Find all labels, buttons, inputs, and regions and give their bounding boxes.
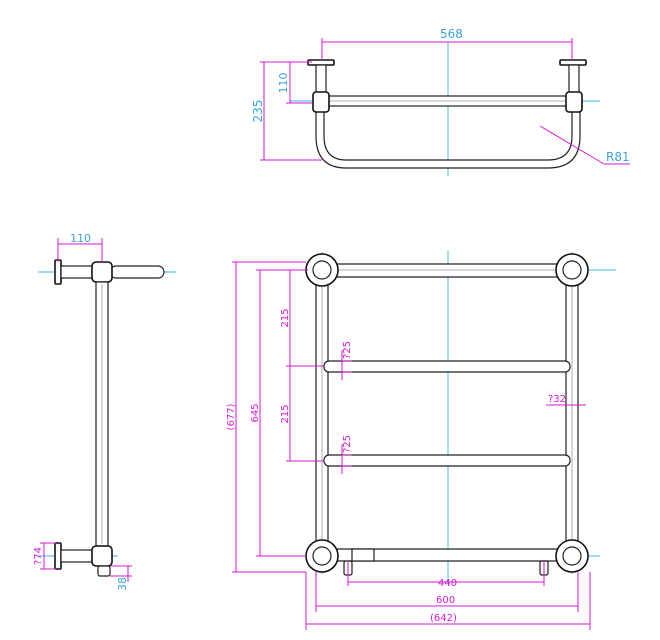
side-top-arm (109, 265, 165, 279)
front-corner-bottom-right (555, 539, 589, 573)
dim-front-spacing-upper: 215 (280, 308, 291, 327)
front-rail-upper (323, 360, 571, 373)
front-corner-top-right (555, 253, 589, 287)
side-view: 110 ?74 38 (33, 232, 176, 591)
side-top-wall-plate (54, 259, 62, 285)
side-bottom-joint (91, 545, 113, 567)
front-corner-top-left (305, 253, 339, 287)
front-rail-lower (323, 454, 571, 467)
dim-side-projection: 110 (70, 232, 91, 245)
front-top-rail (325, 263, 569, 278)
top-view: 568 110 235 R81 (251, 27, 630, 176)
dim-front-inner-width: 440 (438, 578, 457, 589)
dim-top-radius: R81 (606, 150, 630, 164)
top-right-joint (565, 91, 583, 113)
side-bottom-wall-plate (54, 542, 62, 570)
dim-front-rail-dia-2: ?25 (342, 435, 353, 453)
top-right-flange (559, 59, 587, 66)
dim-front-upright-dia: ?32 (548, 394, 566, 405)
dim-side-base: 38 (116, 577, 129, 591)
dim-front-height-overall: (677) (226, 403, 237, 430)
dim-top-width: 568 (440, 27, 463, 41)
dim-front-rail-dia-1: ?25 (342, 341, 353, 359)
dim-front-spacing-lower: 215 (280, 404, 291, 423)
dim-side-wall-dia: ?74 (33, 547, 44, 565)
dim-front-width: 600 (436, 595, 455, 606)
front-view: 215 215 ?25 ?25 ?32 645 (677) 440 (226, 250, 616, 630)
dim-top-depth-small: 110 (277, 73, 290, 94)
front-corner-bottom-left (305, 539, 339, 573)
dim-top-depth-total: 235 (251, 100, 265, 123)
side-top-joint (91, 261, 113, 283)
top-left-joint (312, 91, 330, 113)
dim-front-height: 645 (250, 403, 261, 422)
dim-front-width-overall: (642) (430, 613, 457, 624)
